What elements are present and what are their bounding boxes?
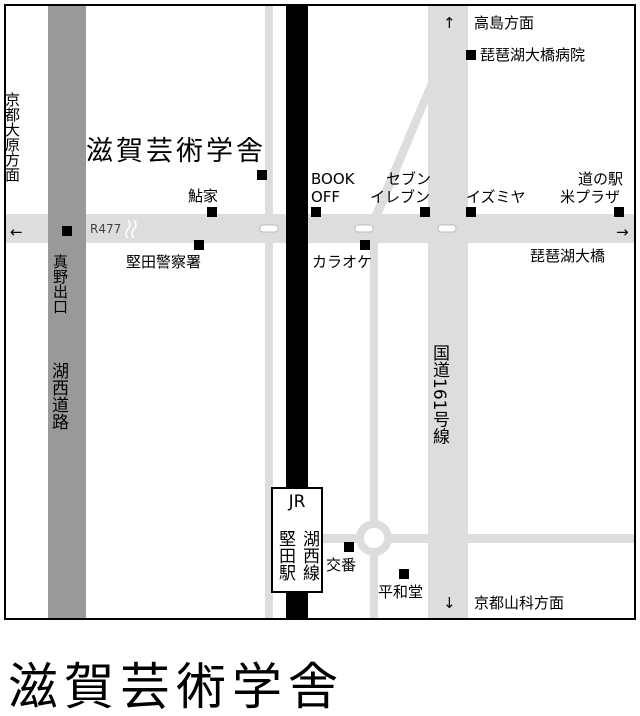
mano-exit-label: 真野出口 xyxy=(51,253,69,314)
route161-label: 国道161号線 xyxy=(429,344,450,444)
south-direction-label: 京都山科方面 xyxy=(474,594,564,612)
jr-kosei-line xyxy=(286,6,308,618)
east-direction-label: 琵琶湖大橋 xyxy=(530,247,605,265)
seven-label-2: イレブン xyxy=(370,188,430,206)
east-west-road xyxy=(6,214,634,243)
marker-police xyxy=(194,240,204,250)
koban-label: 交番 xyxy=(326,556,356,574)
michinoeki-label-2: 米プラザ xyxy=(560,188,620,206)
izumiya-label: イズミヤ xyxy=(466,188,526,206)
diagonal-road xyxy=(372,82,428,214)
bookoff-label-1: BOOK xyxy=(311,170,356,188)
route-161 xyxy=(428,6,468,618)
michinoeki-label-1: 道の駅 xyxy=(578,170,623,188)
station-line-name: 湖西線 xyxy=(299,530,320,581)
east-arrow: → xyxy=(616,223,629,241)
marker-koban xyxy=(344,542,354,552)
map-logo-text: 滋賀芸術学舎 xyxy=(86,136,266,167)
marker-hospital xyxy=(466,50,476,60)
west-arrow: ← xyxy=(10,223,23,241)
north-direction-label: 高島方面 xyxy=(474,14,534,32)
narrow-road-west xyxy=(265,6,273,618)
north-arrow: ↑ xyxy=(443,14,456,32)
west-direction-label: 京都大原方面 xyxy=(3,92,21,182)
narrow-road-east xyxy=(370,243,378,618)
police-label: 堅田警察署 xyxy=(126,253,201,271)
roundabout xyxy=(356,520,392,556)
hospital-label: 琵琶湖大橋病院 xyxy=(480,46,585,64)
marker-seven xyxy=(420,207,430,217)
minor-roads xyxy=(6,6,634,618)
kataka-station-box xyxy=(271,487,323,593)
station-jr: JR xyxy=(288,492,306,512)
kosei-road xyxy=(48,6,86,618)
marker-school xyxy=(257,170,267,180)
bottom-logo-text: 滋賀芸術学舎 xyxy=(8,658,344,716)
ayu-label: 鮎家 xyxy=(188,187,218,205)
marker-mano-exit xyxy=(62,226,72,236)
karaoke-label: カラオケ xyxy=(312,253,372,271)
kosei-road-label: 湖西道路 xyxy=(48,362,69,430)
heiwado-label: 平和堂 xyxy=(378,583,423,601)
south-side-road xyxy=(310,534,634,543)
bookoff-label-2: OFF xyxy=(311,188,340,206)
marker-ayu xyxy=(207,207,217,217)
marker-izumiya xyxy=(466,207,476,217)
station-name: 堅田駅 xyxy=(275,530,296,581)
road-markings xyxy=(125,219,457,239)
marker-michinoeki xyxy=(614,207,624,217)
landmark-markers xyxy=(62,50,624,579)
r477-label: R477 xyxy=(90,222,121,236)
marker-heiwado xyxy=(399,569,409,579)
seven-label-1: セブン xyxy=(386,170,431,188)
marker-karaoke xyxy=(360,240,370,250)
south-arrow: ↓ xyxy=(443,594,456,612)
marker-bookoff xyxy=(311,207,321,217)
